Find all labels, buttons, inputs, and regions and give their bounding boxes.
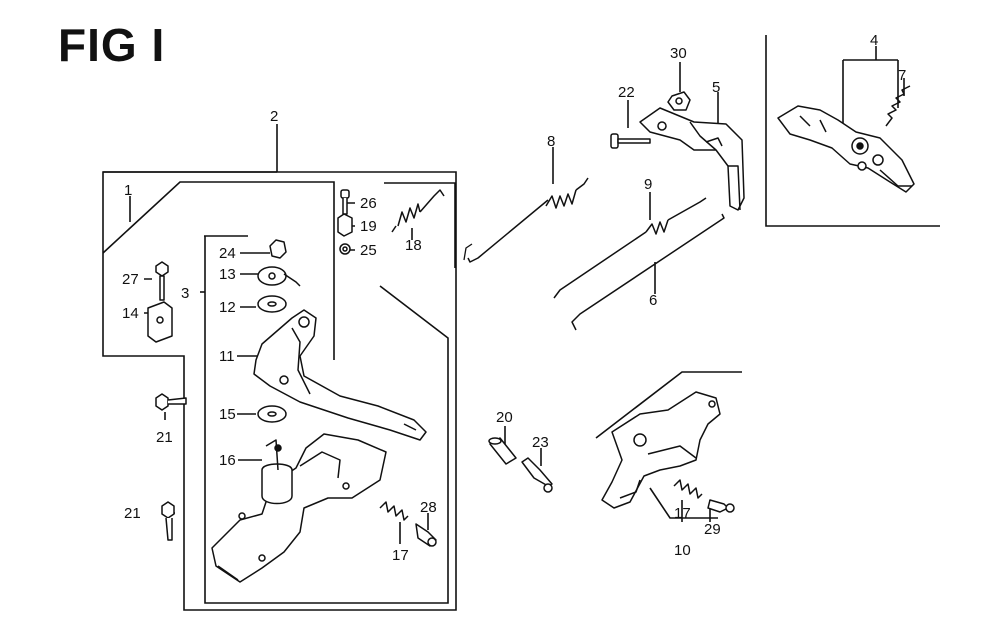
part-23-bolt	[521, 457, 553, 493]
part-15-washer	[257, 405, 287, 423]
callout-28: 28	[420, 499, 437, 516]
callout-17-right: 17	[674, 505, 691, 522]
callout-11: 11	[219, 348, 235, 365]
callout-14: 14	[122, 305, 139, 322]
part-29-screw	[707, 499, 735, 513]
callout-24: 24	[219, 245, 236, 262]
callout-21-upper: 21	[156, 429, 173, 446]
part-25-nut	[339, 243, 351, 255]
part-11-control-plate	[253, 309, 427, 441]
callout-7: 7	[898, 67, 906, 84]
callout-2: 2	[270, 108, 278, 125]
part-17-spring-left	[379, 501, 409, 521]
group-outline-2	[102, 171, 457, 611]
part-13-cam	[257, 266, 301, 287]
callout-25: 25	[360, 242, 377, 259]
part-27-bolt	[155, 261, 169, 301]
part-21-bolt-lower	[161, 501, 175, 541]
part-8-throttle-rod	[463, 177, 589, 263]
figure-title: FIG I	[58, 19, 166, 71]
callout-labels: 2 1 3 4 7 5 30 22 8 9 6 18 26 19 25 24 1…	[122, 32, 906, 564]
callout-4: 4	[870, 32, 878, 49]
callout-3: 3	[181, 285, 189, 302]
callout-8: 8	[547, 133, 555, 150]
part-5-control-lever	[639, 107, 745, 211]
callout-18: 18	[405, 237, 422, 254]
group-outline-10	[595, 371, 742, 439]
callout-1: 1	[124, 182, 132, 199]
part-16-base-bracket	[211, 433, 387, 583]
callout-29: 29	[704, 521, 721, 538]
part-14-block	[147, 301, 173, 343]
callout-26: 26	[360, 195, 377, 212]
part-21-bolt-upper	[155, 393, 187, 411]
part-18-spring	[391, 189, 445, 233]
part-9-governor-rod	[553, 197, 707, 299]
callout-20: 20	[496, 409, 513, 426]
group-outline-4	[765, 35, 940, 227]
callout-6: 6	[649, 292, 657, 309]
callout-10: 10	[674, 542, 691, 559]
part-19-collar	[337, 213, 353, 237]
part-26-screw	[340, 189, 350, 215]
callout-12: 12	[219, 299, 236, 316]
part-4-governor-lever-assembly	[777, 105, 915, 193]
part-10-bracket	[601, 391, 721, 509]
callout-22: 22	[618, 84, 635, 101]
part-12-washer	[257, 295, 287, 313]
part-24-nut	[269, 239, 287, 259]
callout-16: 16	[219, 452, 236, 469]
callout-17-left: 17	[392, 547, 409, 564]
callout-9: 9	[644, 176, 652, 193]
part-7-spring	[885, 85, 911, 127]
callout-13: 13	[219, 266, 236, 283]
callout-21-lower: 21	[124, 505, 141, 522]
callout-19: 19	[360, 218, 377, 235]
callout-5: 5	[712, 79, 720, 96]
part-17-spring-right	[673, 479, 703, 499]
callout-23: 23	[532, 434, 549, 451]
group-outline-upper-left	[384, 182, 456, 268]
callout-15: 15	[219, 406, 236, 423]
part-30-nut	[667, 91, 691, 111]
group-outline-1	[102, 181, 335, 360]
part-22-bolt	[610, 133, 651, 149]
part-20-collar	[488, 437, 517, 465]
callout-27: 27	[122, 271, 139, 288]
part-6-rod	[571, 213, 725, 331]
group-outline-3	[204, 235, 449, 604]
callout-30: 30	[670, 45, 687, 62]
part-28-screw	[415, 523, 437, 547]
